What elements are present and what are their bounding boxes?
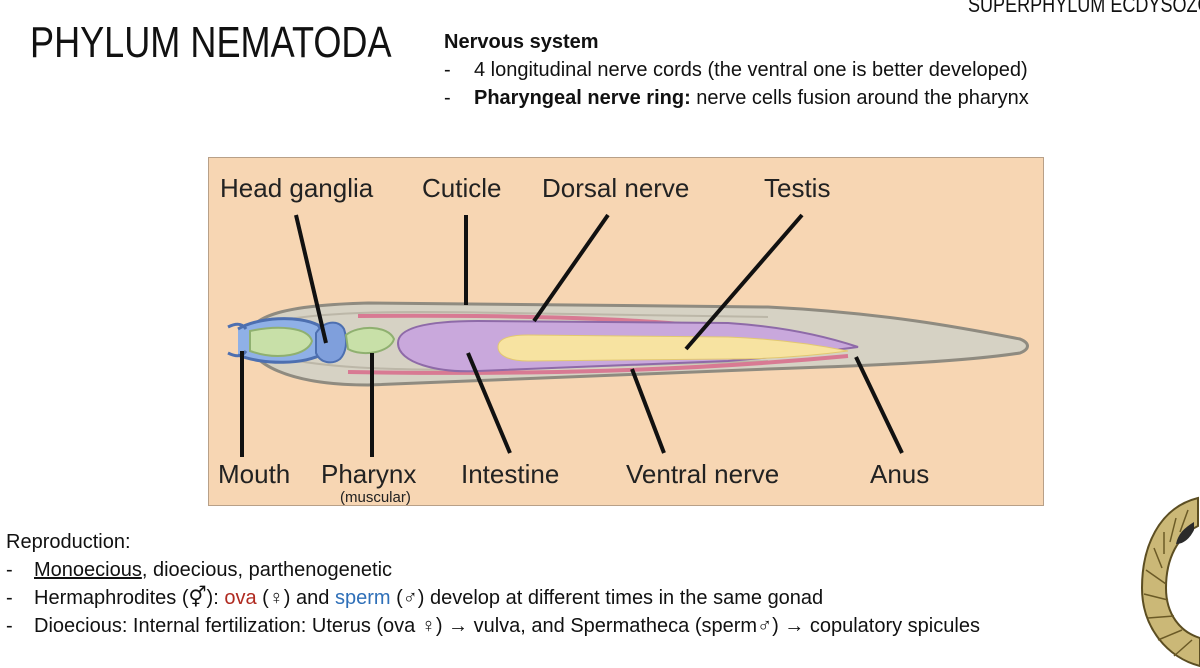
label-muscular: (muscular) xyxy=(340,489,411,506)
testis xyxy=(497,334,849,362)
list-item: - Monoecious, dioecious, parthenogenetic xyxy=(6,559,393,581)
nerve-ring-term: Pharyngeal nerve ring: xyxy=(474,87,691,109)
label-mouth: Mouth xyxy=(218,459,290,489)
list-item: - Pharyngeal nerve ring: nerve cells fus… xyxy=(444,87,1029,109)
nematoda-anatomy-diagram: Head ganglia Cuticle Dorsal nerve Testis… xyxy=(208,157,1044,506)
nervous-system-heading: Nervous system xyxy=(444,31,599,53)
reproduction-section: Reproduction: - Monoecious, dioecious, p… xyxy=(6,528,980,640)
ventral-nerve xyxy=(347,354,849,375)
pharynx-bulb xyxy=(344,327,396,355)
hermaphrodites-text-2: (♀) and xyxy=(256,587,335,609)
label-ventral-nerve: Ventral nerve xyxy=(626,459,779,489)
label-cuticle: Cuticle xyxy=(422,173,501,203)
mouth xyxy=(227,322,248,358)
list-item: - 4 longitudinal nerve cords (the ventra… xyxy=(444,56,1029,84)
hermaphrodites-text-3: (♂) develop at different times in the sa… xyxy=(390,587,824,609)
label-testis: Testis xyxy=(764,173,830,203)
nerve-ring-text: nerve cells fusion around the pharynx xyxy=(690,87,1029,109)
ova-term: ova xyxy=(224,587,257,609)
monoecious-term: Monoecious xyxy=(34,559,142,581)
hermaphrodites-text: Hermaphrodites (⚥): xyxy=(34,587,225,609)
pointer-lines xyxy=(240,213,904,457)
reproduction-types-text: , dioecious, parthenogenetic xyxy=(141,559,393,581)
label-pharynx: Pharynx xyxy=(321,459,416,489)
reproduction-heading: Reproduction: xyxy=(6,531,131,553)
label-head-ganglia: Head ganglia xyxy=(220,173,374,203)
nematode-thumbnail-image xyxy=(1140,496,1200,668)
page-title: PHYLUM NEMATODA xyxy=(30,18,392,67)
dioecious-text: Dioecious: Internal fertilization: Uteru… xyxy=(34,615,980,637)
sperm-term: sperm xyxy=(334,587,391,609)
list-item: - Dioecious: Internal fertilization: Ute… xyxy=(6,612,980,640)
label-intestine: Intestine xyxy=(461,459,559,489)
list-item: - Hermaphrodites (⚥): ova (♀) and sperm … xyxy=(6,587,824,609)
label-dorsal-nerve: Dorsal nerve xyxy=(542,173,689,203)
nerve-cords-text: 4 longitudinal nerve cords (the ventral … xyxy=(474,59,1028,81)
pharynx xyxy=(249,326,314,357)
head-ganglion xyxy=(315,321,348,364)
label-anus: Anus xyxy=(870,459,929,489)
superphylum-label: SUPERPHYLUM ECDYSOZO xyxy=(968,0,1200,17)
nervous-system-section: Nervous system - 4 longitudinal nerve co… xyxy=(444,28,1029,112)
